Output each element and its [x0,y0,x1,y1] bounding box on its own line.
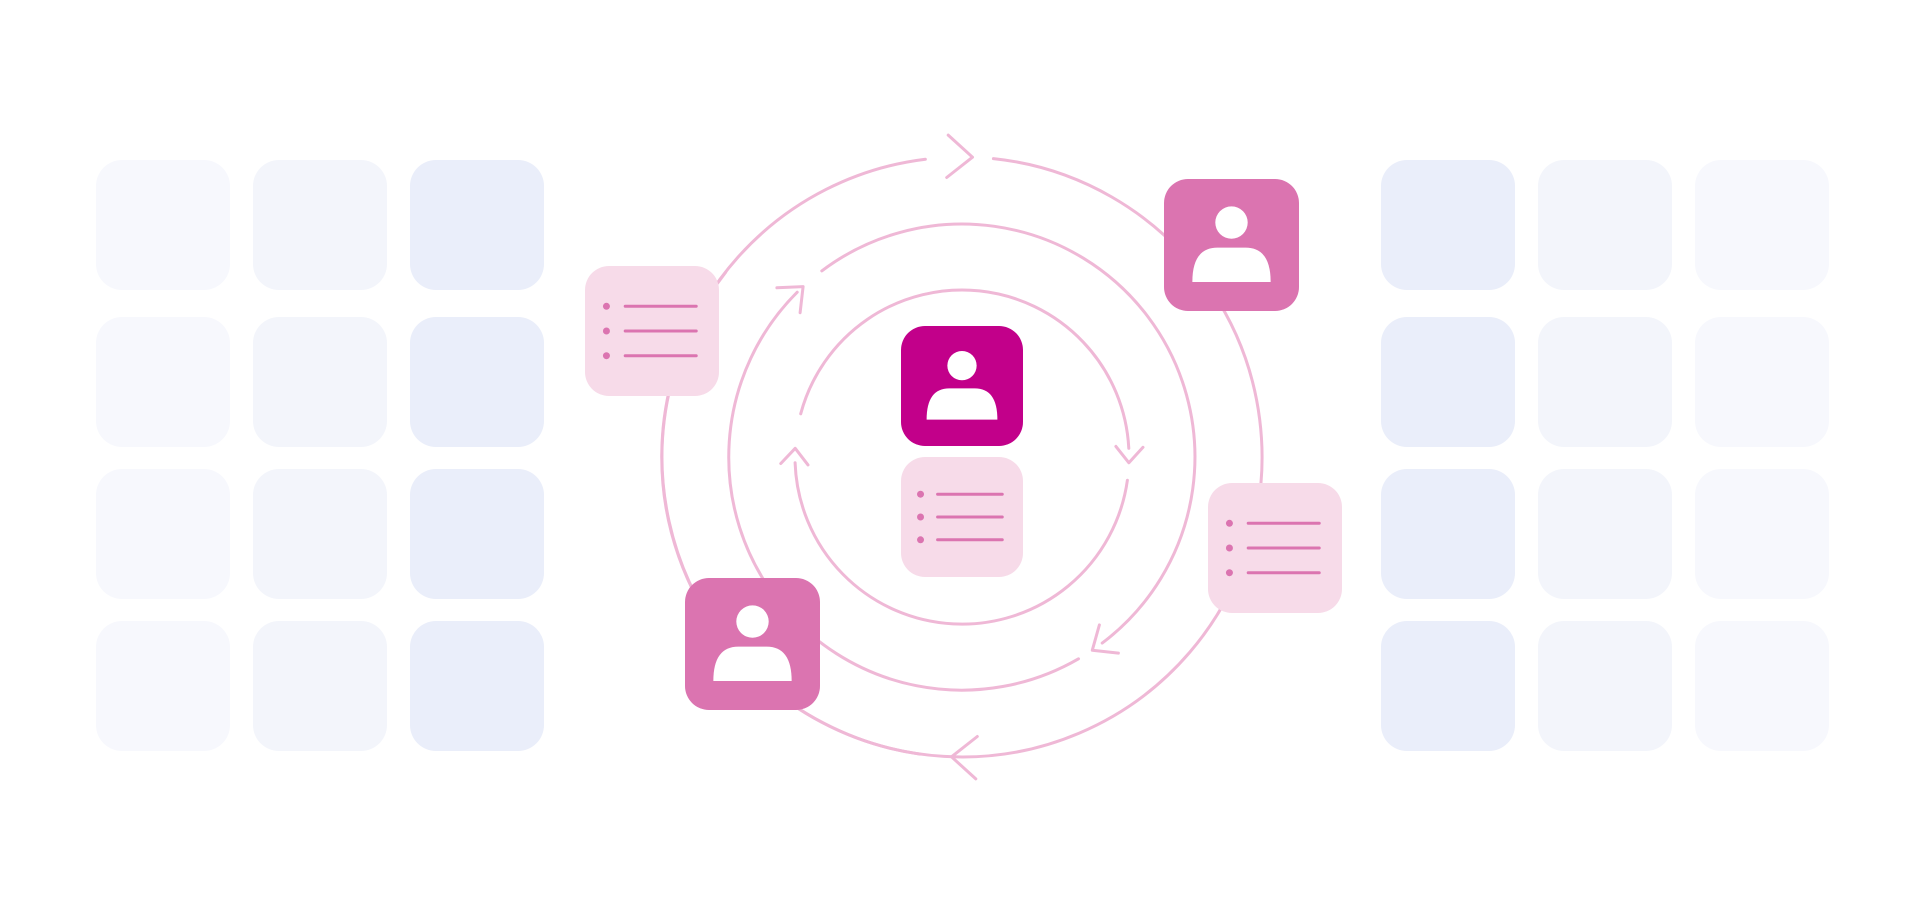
bottom-left-user-card [685,578,820,710]
left-tile [410,160,544,290]
left-tile [410,469,544,599]
right-list-card [1208,483,1342,613]
user-body-icon [713,646,792,681]
cycle-cards [585,179,1342,710]
cycle-arrowhead [1114,444,1145,465]
user-card-bg [901,326,1023,446]
left-tile [410,317,544,447]
right-tile-grid [1381,160,1829,751]
top-right-user-card [1164,179,1299,311]
right-tile [1695,621,1829,751]
user-card-bg [685,578,820,710]
left-tile [96,469,230,599]
list-bullet-icon [602,327,610,335]
cycle-arrowhead [779,446,810,467]
cycle-arrowhead [950,735,979,781]
right-tile [1538,621,1672,751]
left-tile-grid [96,160,544,751]
center-list-card [901,457,1023,577]
right-tile [1538,469,1672,599]
list-bullet-icon [1225,569,1233,577]
left-tile [96,621,230,751]
list-bullet-icon [602,302,610,310]
left-tile [96,160,230,290]
top-left-list-card [585,266,719,396]
list-bullet-icon [1225,544,1233,552]
user-body-icon [926,388,998,420]
left-tile [253,160,387,290]
cycle-ring-arc [793,461,1129,626]
left-tile [253,317,387,447]
right-tile [1695,469,1829,599]
right-tile [1381,160,1515,290]
right-tile [1695,160,1829,290]
left-tile [253,621,387,751]
user-card-bg [1164,179,1299,311]
user-head-icon [736,605,769,638]
list-bullet-icon [1225,519,1233,527]
user-head-icon [1215,206,1248,239]
right-tile [1381,469,1515,599]
user-head-icon [947,350,977,381]
right-tile [1538,160,1672,290]
right-tile [1381,317,1515,447]
cycle-arrowhead [945,133,974,179]
cycle-ring-arc [820,222,1197,645]
user-body-icon [1192,247,1271,282]
left-tile [96,317,230,447]
list-bullet-icon [602,352,610,360]
list-bullet-icon [917,536,925,544]
right-tile [1538,317,1672,447]
right-tile [1695,317,1829,447]
cycle-ring-arc [799,288,1131,450]
list-bullet-icon [917,513,925,521]
cycle-arrowhead [775,285,805,315]
list-bullet-icon [917,490,925,498]
left-tile [253,469,387,599]
cycle-arrowhead [1090,623,1120,655]
right-tile [1381,621,1515,751]
center-user-card [901,326,1023,446]
left-tile [410,621,544,751]
